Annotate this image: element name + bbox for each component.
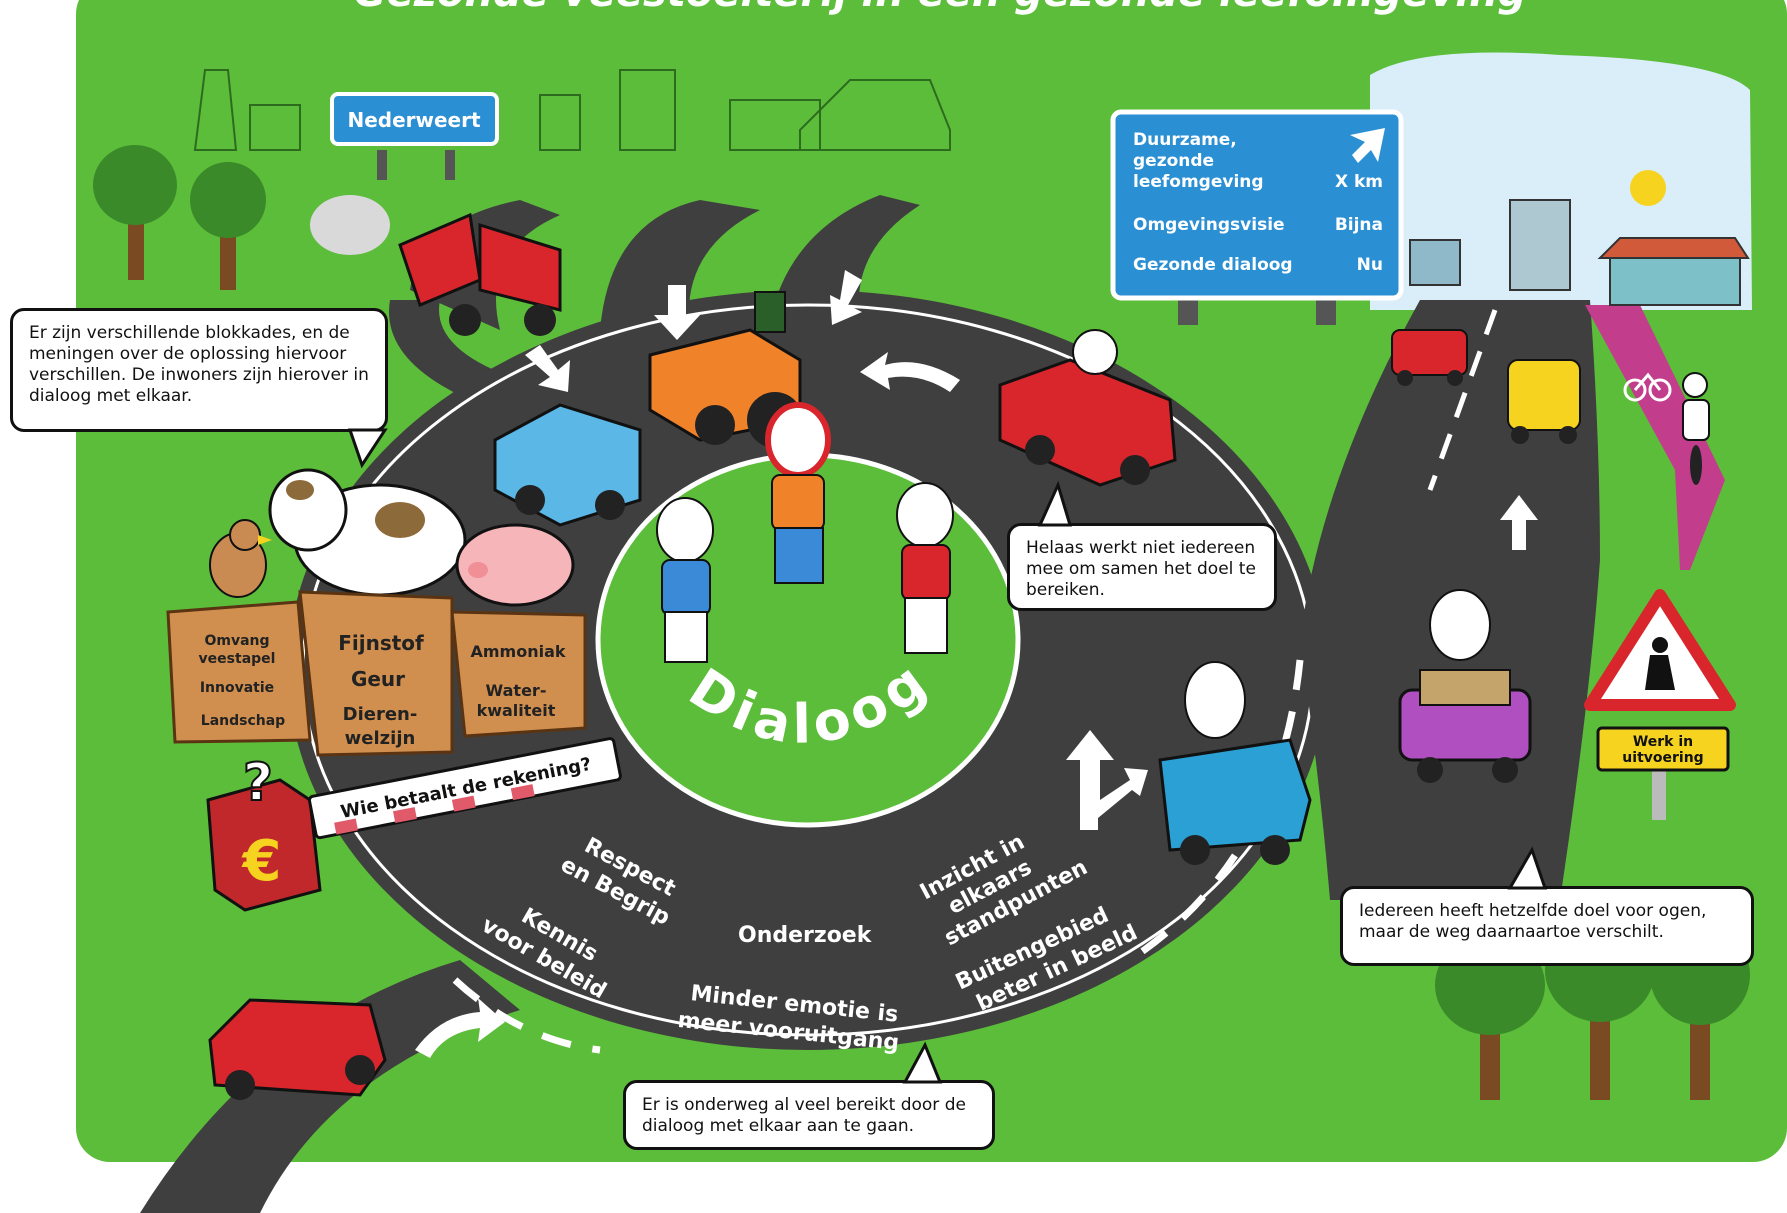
direction-row2-value: Bijna <box>1335 215 1383 235</box>
bubble-achieved: Er is onderweg al veel bereikt door de d… <box>623 1080 995 1150</box>
crate-left-line1: Omvang <box>204 633 269 649</box>
crate-left-line2: veestapel <box>199 651 276 667</box>
bubble-not-everyone: Helaas werkt niet iedereen mee om samen … <box>1007 523 1277 611</box>
lane-dash-bottom <box>452 977 601 1054</box>
blue-van <box>493 403 642 527</box>
work-sign-line2: uitvoering <box>1622 750 1703 766</box>
direction-row3-label: Gezonde dialoog <box>1133 255 1293 275</box>
direction-row1-line2: gezonde <box>1133 151 1214 171</box>
direction-row3-value: Nu <box>1357 255 1383 275</box>
red-truck <box>310 195 562 336</box>
money-box <box>206 778 322 912</box>
money-question-mark: ? <box>243 753 273 813</box>
yellow-car <box>1507 359 1581 444</box>
purple-car-man <box>1398 589 1532 783</box>
crate-middle-line4: welzijn <box>345 728 416 749</box>
bubble-same-goal: Iedereen heeft hetzelfde doel voor ogen,… <box>1340 886 1754 966</box>
person-left <box>656 497 714 663</box>
crate-right-line2: Water- <box>486 681 547 700</box>
crate-middle <box>298 590 454 757</box>
town-sign <box>330 92 499 180</box>
bubble-same-goal-text: Iedereen heeft hetzelfde doel voor ogen,… <box>1359 901 1707 942</box>
euro-icon: € <box>241 829 282 894</box>
work-sign-line1: Werk in <box>1633 734 1693 750</box>
crate-right <box>450 610 587 738</box>
red-car-bottom <box>208 998 387 1100</box>
person-right <box>896 482 954 654</box>
crate-left-line4: Landschap <box>201 713 285 729</box>
sketch-buildings <box>193 69 951 151</box>
cyclist <box>1682 372 1710 485</box>
lane-dash-right <box>1427 309 1498 491</box>
man-head <box>1429 589 1491 661</box>
red-car-right <box>1391 329 1468 386</box>
crate-left <box>166 600 312 744</box>
direction-row1-line3: leefomgeving <box>1133 172 1264 192</box>
pig <box>455 523 575 607</box>
road-top-a <box>600 200 760 330</box>
sun-icon <box>1630 170 1666 206</box>
work-sign <box>1584 589 1736 820</box>
header-title: Gezonde veestoelterij in een gezonde lee… <box>354 0 1526 16</box>
blue-car-woman <box>1158 661 1312 865</box>
bubble-achieved-text: Er is onderweg al veel bereikt door de d… <box>642 1095 966 1136</box>
red-convertible <box>998 329 1177 487</box>
bike-lane <box>1585 305 1725 570</box>
bubble-not-everyone-text: Helaas werkt niet iedereen mee om samen … <box>1026 538 1256 600</box>
road-label-onderzoek: Onderzoek <box>738 923 873 948</box>
direction-sign <box>1110 109 1404 325</box>
driver-head <box>1072 329 1118 375</box>
direction-row1-line1: Duurzame, <box>1133 130 1237 150</box>
trees-left <box>93 145 266 290</box>
town-sign-label: Nederweert <box>347 108 481 132</box>
houses-destination <box>1409 170 1750 306</box>
crate-middle-line2: Geur <box>351 667 405 691</box>
crate-right-line3: kwaliteit <box>477 701 556 720</box>
bubble-blockades-text: Er zijn verschillende blokkades, en de m… <box>29 323 369 406</box>
cow <box>268 468 467 597</box>
woman-head <box>1184 661 1246 739</box>
direction-row1-value: X km <box>1335 172 1383 192</box>
person-middle <box>765 402 831 584</box>
crate-middle-line1: Fijnstof <box>338 631 424 655</box>
crate-right-line1: Ammoniak <box>470 642 565 661</box>
direction-row2-label: Omgevingsvisie <box>1133 215 1285 235</box>
bike-icon <box>1623 372 1672 402</box>
bubble-blockades: Er zijn verschillende blokkades, en de m… <box>10 308 388 432</box>
crate-left-line3: Innovatie <box>200 680 274 696</box>
worker-icon <box>1652 637 1668 653</box>
road-arrows <box>415 270 1538 1058</box>
chicken <box>209 519 272 598</box>
road-top-b <box>770 195 920 320</box>
direction-arrow-icon <box>1350 128 1385 163</box>
crate-middle-line3: Dieren- <box>343 704 418 725</box>
